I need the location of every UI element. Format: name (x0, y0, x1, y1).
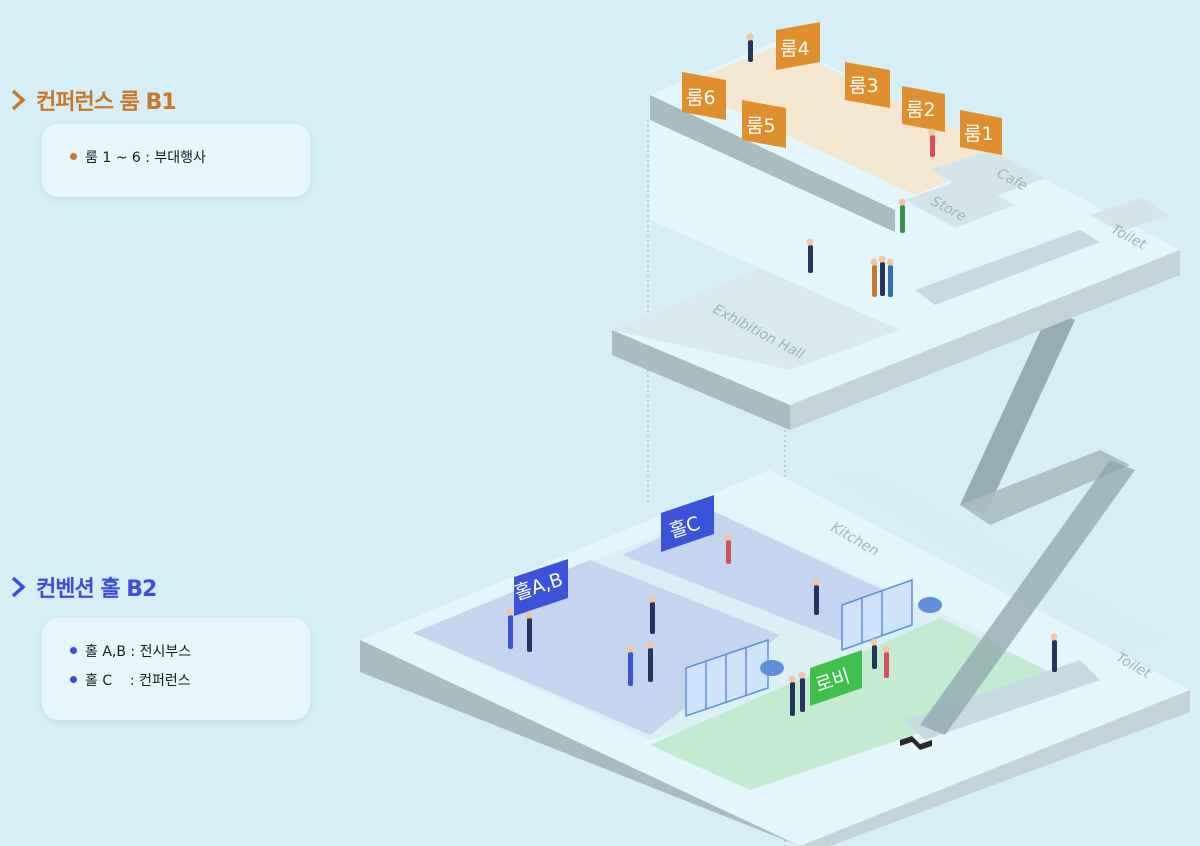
svg-text:룸1: 룸1 (964, 123, 994, 145)
svg-text:룸3: 룸3 (849, 75, 879, 97)
bullet-dot-icon (70, 647, 77, 654)
bullet-dot-icon (70, 153, 77, 160)
svg-text:룸4: 룸4 (780, 38, 810, 60)
list-item: 홀 C : 컨퍼런스 (70, 665, 310, 694)
hall-sign-c: 홀C (661, 495, 714, 552)
room-sign-3: 룸3 (845, 62, 890, 108)
list-item-text: 룸 1 ~ 6 : 부대행사 (85, 149, 206, 166)
room-signs: 룸4 룸3 룸2 룸1 룸6 룸5 (682, 22, 1002, 155)
b1-heading: 컨퍼런스 룸 B1 (10, 84, 177, 116)
list-item-text: 홀 A,B : 전시부스 (85, 643, 192, 660)
bullet-dot-icon (70, 676, 77, 683)
chevron-right-icon (11, 576, 26, 598)
lobby-sign: 로비 (810, 650, 862, 706)
room-sign-4: 룸4 (776, 22, 820, 70)
room-sign-2: 룸2 (902, 86, 945, 132)
room-sign-6: 룸6 (682, 72, 726, 120)
b2-heading-text: 컨벤션 홀 B2 (36, 577, 157, 602)
chevron-right-icon (11, 89, 26, 111)
list-item: 홀 A,B : 전시부스 (70, 636, 310, 665)
svg-text:룸5: 룸5 (746, 115, 776, 137)
list-item-text: 홀 C : 컨퍼런스 (85, 672, 191, 689)
b1-info-card: 룸 1 ~ 6 : 부대행사 (42, 124, 310, 197)
b2-heading: 컨벤션 홀 B2 (10, 571, 157, 603)
b1-heading-text: 컨퍼런스 룸 B1 (36, 90, 177, 115)
b2-info-card: 홀 A,B : 전시부스 홀 C : 컨퍼런스 (42, 618, 310, 720)
room-sign-5: 룸5 (742, 100, 786, 148)
svg-text:룸6: 룸6 (686, 87, 716, 109)
svg-text:룸2: 룸2 (906, 99, 936, 121)
booth-counters (685, 578, 942, 718)
list-item: 룸 1 ~ 6 : 부대행사 (70, 142, 310, 171)
room-sign-1: 룸1 (960, 110, 1002, 155)
people (506, 33, 1058, 716)
lobby-floor (650, 618, 1070, 790)
stairway (920, 310, 1135, 735)
